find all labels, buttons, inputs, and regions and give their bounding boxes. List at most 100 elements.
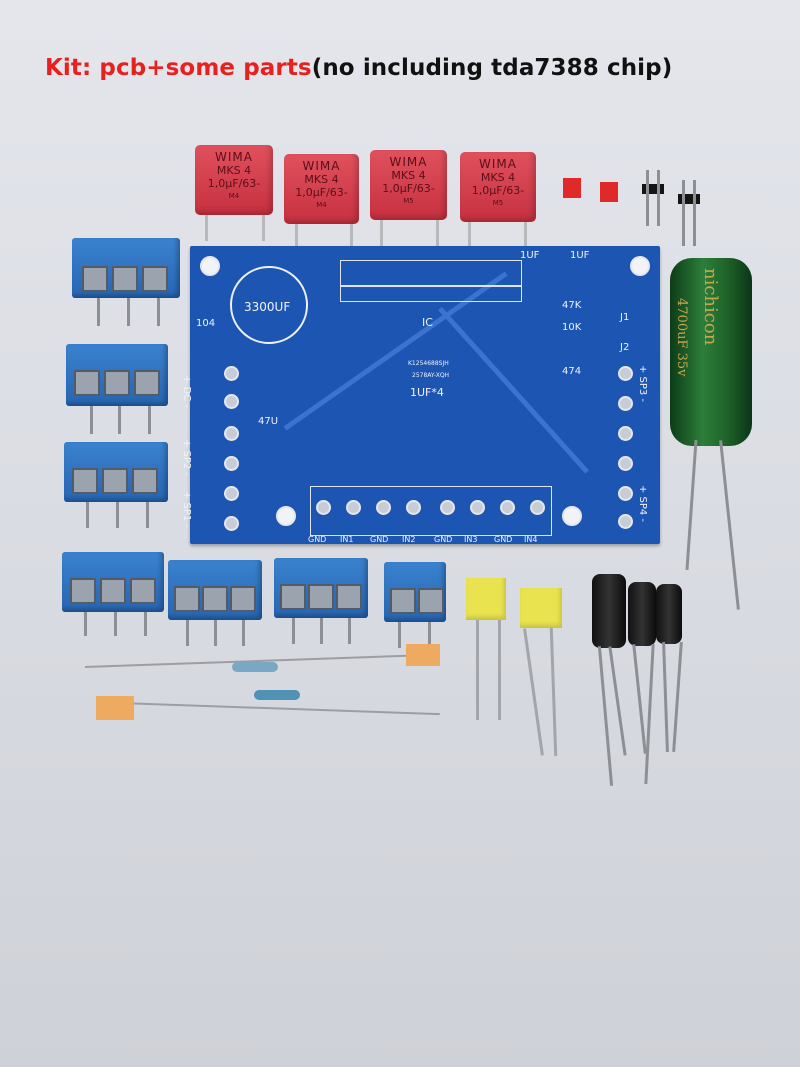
wima-code: M5 bbox=[492, 199, 504, 207]
cap-outline bbox=[230, 266, 308, 344]
wima-brand: WIMA bbox=[215, 150, 253, 164]
caption-highlight: Kit: pcb+some parts bbox=[45, 55, 312, 81]
resistor bbox=[232, 662, 278, 672]
mounting-hole bbox=[276, 506, 296, 526]
label-input-2: GND bbox=[370, 535, 389, 544]
electrolytic-capacitor bbox=[592, 574, 626, 648]
resistor-lead bbox=[119, 702, 440, 716]
label-board-code: 2578AY-XQH bbox=[412, 372, 450, 379]
wima-capacitor: WIMA MKS 4 1,0µF/63- M4 bbox=[195, 145, 273, 215]
big-cap-rating: 4700uF 35v bbox=[674, 298, 689, 377]
terminal-pin bbox=[428, 622, 431, 648]
mounting-hole bbox=[630, 256, 650, 276]
component-lead bbox=[205, 215, 208, 241]
component-lead bbox=[380, 220, 383, 246]
capacitor-lead bbox=[672, 642, 683, 752]
label-sp2: + SP2 - bbox=[181, 438, 193, 477]
label-1uf4: 1UF*4 bbox=[410, 386, 444, 399]
terminal-pin bbox=[214, 620, 217, 646]
header-pin bbox=[657, 170, 660, 226]
wima-brand: WIMA bbox=[389, 155, 428, 169]
pin-header bbox=[642, 184, 664, 194]
solder-pad bbox=[618, 396, 633, 411]
wima-brand: WIMA bbox=[479, 157, 517, 171]
terminal-block-3p bbox=[66, 344, 168, 406]
solder-pad bbox=[440, 500, 455, 515]
terminal-pin bbox=[398, 622, 401, 648]
wima-code: M5 bbox=[403, 197, 414, 205]
cap-lead bbox=[719, 440, 740, 610]
capacitor-lead bbox=[608, 646, 627, 756]
wima-capacitor: WIMA MKS 4 1,0µF/63- M4 bbox=[284, 154, 359, 224]
label-board-id: K1254688SJH bbox=[408, 360, 449, 367]
component-lead bbox=[468, 222, 471, 246]
caption: Kit: pcb+some parts(no including tda7388… bbox=[45, 55, 672, 81]
label-j1: J1 bbox=[620, 312, 630, 323]
wima-series: MKS 4 bbox=[216, 164, 252, 177]
solder-pad bbox=[316, 500, 331, 515]
caption-rest: (no including tda7388 chip) bbox=[311, 55, 673, 81]
label-input-5: IN3 bbox=[464, 535, 478, 544]
jumper-cap bbox=[563, 178, 581, 198]
component-lead bbox=[436, 220, 439, 246]
solder-pad bbox=[224, 516, 239, 531]
ic-outline bbox=[340, 260, 522, 286]
label-sp3: + SP3 - bbox=[637, 364, 649, 403]
label-sp1: + SP1 - bbox=[181, 490, 193, 529]
terminal-pin bbox=[186, 620, 189, 646]
capacitor-lead bbox=[644, 644, 655, 784]
solder-pad bbox=[500, 500, 515, 515]
solder-pad bbox=[224, 366, 239, 381]
capacitor-lead bbox=[498, 620, 501, 720]
component-lead bbox=[350, 224, 353, 248]
terminal-pin bbox=[292, 618, 295, 644]
solder-pad bbox=[618, 366, 633, 381]
solder-pad bbox=[618, 514, 633, 529]
wima-value: 1,0µF/63- bbox=[295, 186, 348, 199]
solder-pad bbox=[406, 500, 421, 515]
terminal-pin bbox=[127, 298, 130, 326]
wima-value: 1,0µF/63- bbox=[471, 184, 525, 197]
terminal-pin bbox=[242, 620, 245, 646]
capacitor-lead bbox=[476, 620, 479, 720]
tantalum-capacitor bbox=[96, 696, 134, 720]
solder-pad bbox=[376, 500, 391, 515]
terminal-pin bbox=[84, 612, 87, 636]
terminal-pin bbox=[116, 502, 119, 528]
label-input-1: IN1 bbox=[340, 535, 354, 544]
component-lead bbox=[524, 222, 527, 246]
solder-pad bbox=[346, 500, 361, 515]
terminal-block-3p bbox=[62, 552, 164, 612]
label-1uf-b: 1UF bbox=[570, 250, 590, 261]
wima-capacitor: WIMA MKS 4 1,0µF/63- M5 bbox=[460, 152, 536, 222]
mounting-hole bbox=[200, 256, 220, 276]
box-capacitor bbox=[466, 578, 506, 620]
terminal-pin bbox=[157, 298, 160, 326]
cap-markings: 4700uF 35v bbox=[674, 298, 698, 438]
terminal-block-3p bbox=[274, 558, 368, 618]
label-input-7: IN4 bbox=[524, 535, 538, 544]
wima-value: 1,0µF/63- bbox=[207, 177, 261, 190]
terminal-block-3p bbox=[168, 560, 262, 620]
terminal-pin bbox=[97, 298, 100, 326]
capacitor-lead bbox=[523, 628, 544, 756]
terminal-block-2p bbox=[384, 562, 446, 622]
wima-value: 1,0µF/63- bbox=[382, 182, 435, 195]
wima-code: M4 bbox=[228, 192, 240, 200]
pin-header bbox=[678, 194, 700, 204]
terminal-pin bbox=[86, 502, 89, 528]
label-104: 104 bbox=[196, 318, 216, 329]
label-47k: 47K bbox=[562, 300, 582, 311]
capacitor-lead bbox=[549, 627, 558, 757]
wima-series: MKS 4 bbox=[480, 171, 516, 184]
mounting-hole bbox=[562, 506, 582, 526]
box-capacitor bbox=[520, 588, 562, 628]
solder-pad bbox=[470, 500, 485, 515]
label-main-cap: 3300UF bbox=[244, 300, 291, 314]
terminal-block-3p bbox=[64, 442, 168, 502]
solder-pad bbox=[618, 426, 633, 441]
solder-pad bbox=[224, 394, 239, 409]
label-input-0: GND bbox=[308, 535, 327, 544]
big-cap-brand: nichicon bbox=[700, 268, 721, 346]
cap-markings: nichicon bbox=[698, 268, 722, 438]
